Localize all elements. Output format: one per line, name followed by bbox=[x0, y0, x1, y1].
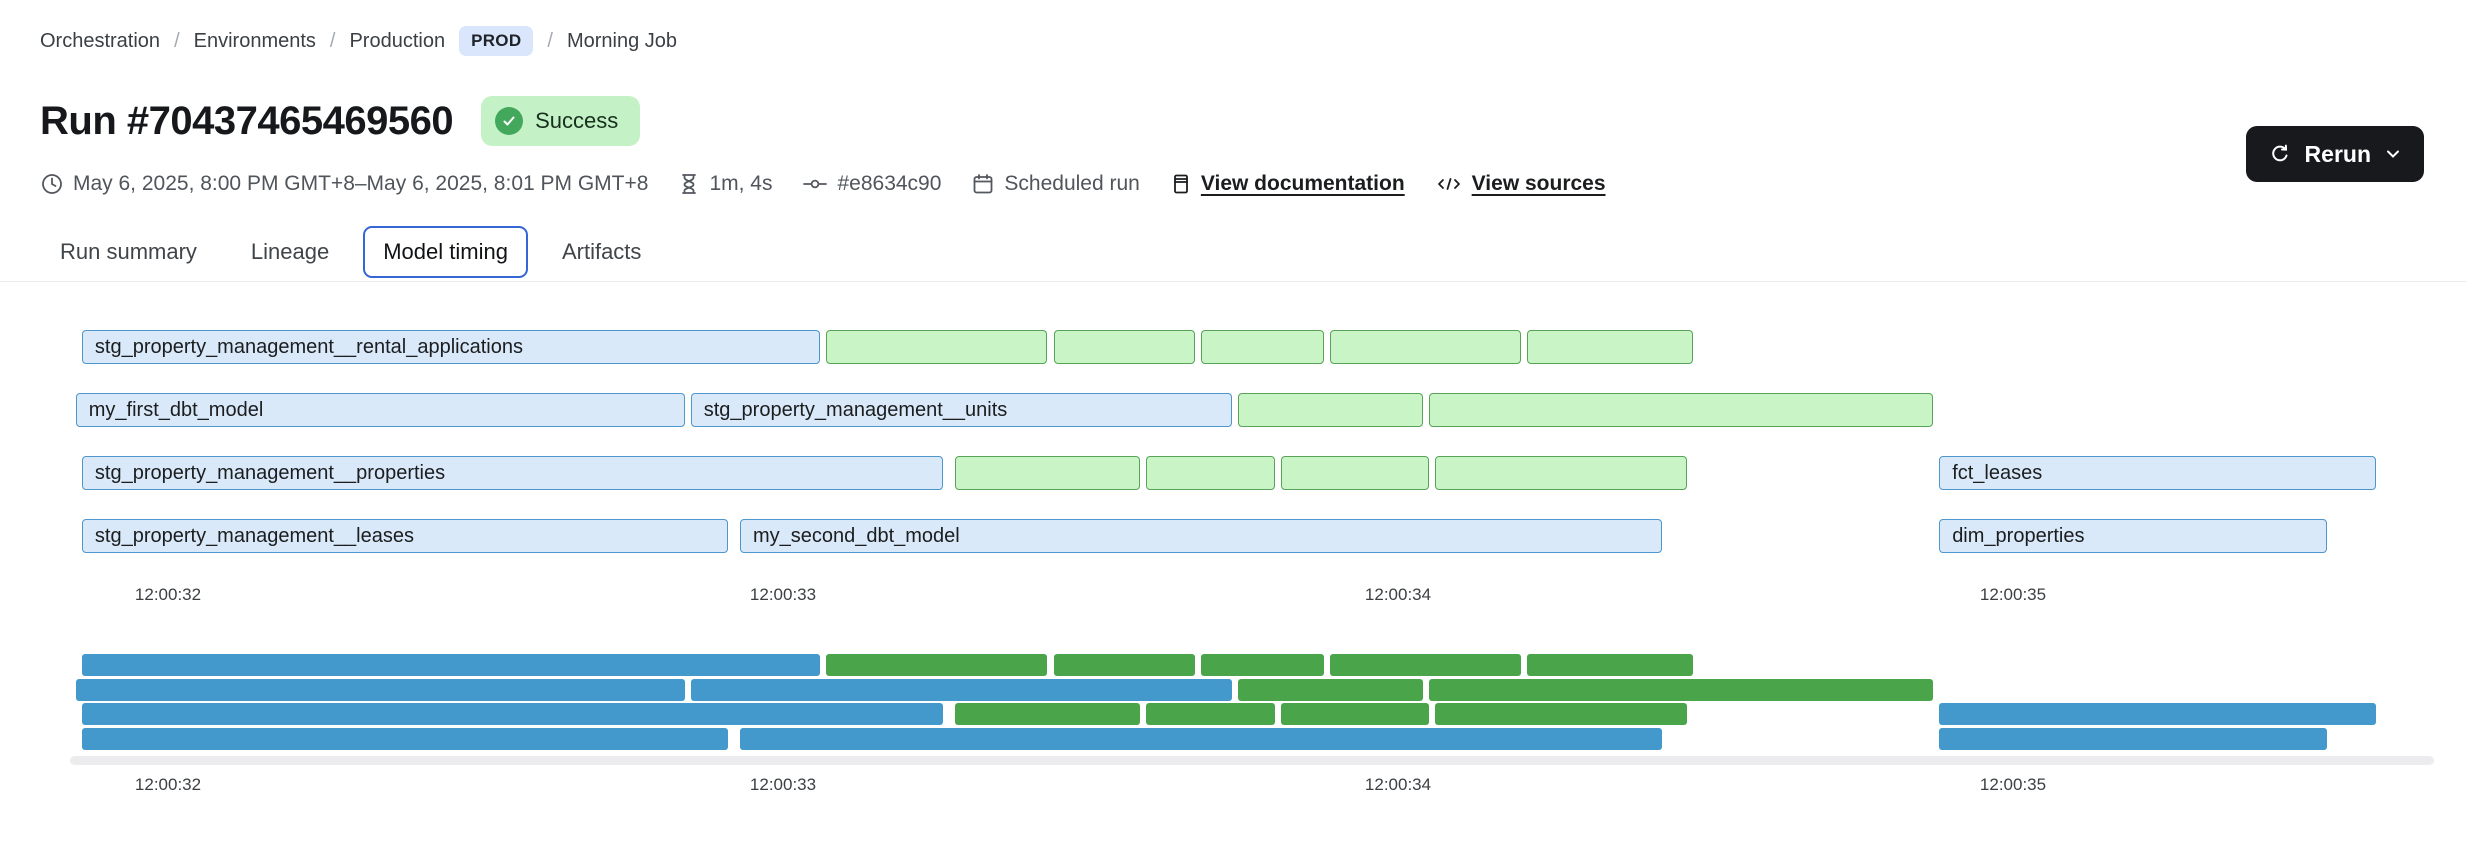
tabs-divider bbox=[0, 281, 2466, 282]
duration: 1m, 4s bbox=[678, 172, 772, 196]
rerun-button[interactable]: Rerun bbox=[2245, 126, 2424, 182]
overview-bar[interactable] bbox=[1527, 654, 1694, 676]
gantt-bar-stg_property_management__leases[interactable]: stg_property_management__leases bbox=[81, 519, 728, 553]
tab-run-summary[interactable]: Run summary bbox=[40, 226, 217, 278]
run-metadata: May 6, 2025, 8:00 PM GMT+8–May 6, 2025, … bbox=[40, 172, 1606, 196]
breadcrumb-separator: / bbox=[547, 29, 553, 52]
view-sources[interactable]: View sources bbox=[1435, 172, 1606, 196]
axis-tick-label: 12:00:34 bbox=[1364, 775, 1432, 794]
gantt-bar-fct_leases[interactable]: fct_leases bbox=[1939, 456, 2376, 490]
gantt-bar-label: stg_property_management__units bbox=[703, 398, 1008, 421]
breadcrumb-environments[interactable]: Environments bbox=[193, 29, 316, 52]
overview-bar[interactable] bbox=[826, 654, 1048, 676]
breadcrumb-production[interactable]: Production bbox=[349, 29, 446, 52]
breadcrumb-separator: / bbox=[174, 29, 180, 52]
overview-bar[interactable] bbox=[75, 678, 685, 701]
hourglass-icon bbox=[682, 174, 697, 194]
tab-model-timing[interactable]: Model timing bbox=[363, 226, 528, 278]
overview-bar[interactable] bbox=[1238, 678, 1423, 701]
environment-badge: PROD bbox=[459, 26, 534, 56]
overview-scrollbar-track[interactable] bbox=[70, 756, 2434, 765]
gantt-bar[interactable] bbox=[955, 456, 1140, 490]
gantt-bar-stg_property_management__units[interactable]: stg_property_management__units bbox=[690, 393, 1232, 427]
gantt-bar[interactable] bbox=[1145, 456, 1275, 490]
overview-bar[interactable] bbox=[81, 727, 728, 750]
gantt-bar[interactable] bbox=[1527, 330, 1694, 364]
breadcrumb-orchestration[interactable]: Orchestration bbox=[40, 29, 161, 52]
gantt-bar[interactable] bbox=[826, 330, 1048, 364]
rerun-label: Rerun bbox=[2304, 140, 2371, 167]
gantt-bar[interactable] bbox=[1201, 330, 1325, 364]
gantt-bar[interactable] bbox=[1330, 330, 1521, 364]
overview-bar[interactable] bbox=[739, 727, 1663, 750]
overview-bar[interactable] bbox=[1939, 727, 2327, 750]
overview-bar[interactable] bbox=[955, 703, 1140, 726]
axis-tick-label: 12:00:35 bbox=[1979, 585, 2047, 604]
gantt-bar[interactable] bbox=[1053, 330, 1196, 364]
axis-tick-label: 12:00:34 bbox=[1364, 585, 1432, 604]
commit: #e8634c90 bbox=[802, 172, 941, 196]
overview-bar[interactable] bbox=[81, 703, 943, 726]
duration-label: 1m, 4s bbox=[709, 172, 773, 195]
gantt-bar-stg_property_management__properties[interactable]: stg_property_management__properties bbox=[81, 456, 943, 490]
gantt-bar-label: fct_leases bbox=[1952, 461, 2043, 484]
header: Run #70437465469560 Success bbox=[40, 96, 641, 146]
gantt-bar[interactable] bbox=[1428, 393, 1934, 427]
gantt-bar-label: my_first_dbt_model bbox=[88, 398, 264, 421]
gantt-bar-dim_properties[interactable]: dim_properties bbox=[1939, 519, 2327, 553]
calendar-icon bbox=[974, 174, 993, 194]
commit-icon bbox=[803, 179, 828, 189]
status-label: Success bbox=[535, 108, 619, 133]
tab-lineage[interactable]: Lineage bbox=[231, 226, 349, 278]
overview-bar[interactable] bbox=[1330, 654, 1521, 676]
gantt-bar-label: stg_property_management__properties bbox=[94, 461, 446, 484]
gantt-bar-label: stg_property_management__leases bbox=[94, 524, 414, 547]
breadcrumb-morning-job[interactable]: Morning Job bbox=[566, 29, 678, 52]
model-timing-chart: stg_property_management__rental_applicat… bbox=[0, 282, 2466, 842]
chevron-down-icon[interactable] bbox=[2384, 145, 2402, 163]
overview-bar[interactable] bbox=[81, 654, 820, 676]
gantt-bar-my_second_dbt_model[interactable]: my_second_dbt_model bbox=[739, 519, 1663, 553]
overview-bar[interactable] bbox=[1145, 703, 1275, 726]
tab-bar: Run summary Lineage Model timing Artifac… bbox=[40, 226, 661, 278]
commit-sha-label: #e8634c90 bbox=[837, 172, 942, 195]
gantt-bar[interactable] bbox=[1434, 456, 1688, 490]
clock-icon bbox=[42, 174, 62, 194]
gantt-bar[interactable] bbox=[1238, 393, 1423, 427]
overview-bar[interactable] bbox=[1434, 703, 1688, 726]
status-badge: Success bbox=[481, 96, 641, 146]
view-documentation-link[interactable]: View documentation bbox=[1200, 172, 1405, 195]
tab-artifacts[interactable]: Artifacts bbox=[542, 226, 661, 278]
trigger: Scheduled run bbox=[971, 172, 1140, 196]
gantt-bar-label: stg_property_management__rental_applicat… bbox=[94, 335, 523, 358]
success-check-icon bbox=[495, 107, 524, 135]
gantt-bar-my_first_dbt_model[interactable]: my_first_dbt_model bbox=[75, 393, 685, 427]
time-range: May 6, 2025, 8:00 PM GMT+8–May 6, 2025, … bbox=[40, 172, 648, 196]
axis-tick-label: 12:00:35 bbox=[1979, 775, 2047, 794]
axis-tick-label: 12:00:33 bbox=[749, 775, 817, 794]
page-title: Run #70437465469560 bbox=[40, 98, 454, 143]
trigger-label: Scheduled run bbox=[1004, 172, 1140, 195]
overview-bar[interactable] bbox=[1201, 654, 1325, 676]
breadcrumb: Orchestration / Environments / Productio… bbox=[40, 26, 677, 56]
view-sources-link[interactable]: View sources bbox=[1471, 172, 1606, 195]
gantt-bar-stg_property_management__rental_applications[interactable]: stg_property_management__rental_applicat… bbox=[81, 330, 820, 364]
gantt-bar-label: dim_properties bbox=[1952, 524, 2085, 547]
view-documentation[interactable]: View documentation bbox=[1170, 172, 1405, 196]
axis-tick-label: 12:00:32 bbox=[134, 585, 202, 604]
time-range-label: May 6, 2025, 8:00 PM GMT+8–May 6, 2025, … bbox=[73, 172, 649, 195]
breadcrumb-separator: / bbox=[329, 29, 336, 52]
docs-icon bbox=[1173, 174, 1188, 194]
axis-tick-label: 12:00:32 bbox=[134, 775, 202, 794]
overview-bar[interactable] bbox=[1428, 678, 1934, 701]
axis-tick-label: 12:00:33 bbox=[749, 585, 817, 604]
gantt-bar[interactable] bbox=[1281, 456, 1429, 490]
code-icon bbox=[1437, 178, 1460, 190]
overview-bar[interactable] bbox=[1939, 703, 2376, 726]
gantt-bar-label: my_second_dbt_model bbox=[752, 524, 960, 547]
refresh-icon bbox=[2271, 144, 2288, 162]
overview-bar[interactable] bbox=[690, 678, 1232, 701]
overview-bar[interactable] bbox=[1281, 703, 1429, 726]
overview-bar[interactable] bbox=[1053, 654, 1196, 676]
